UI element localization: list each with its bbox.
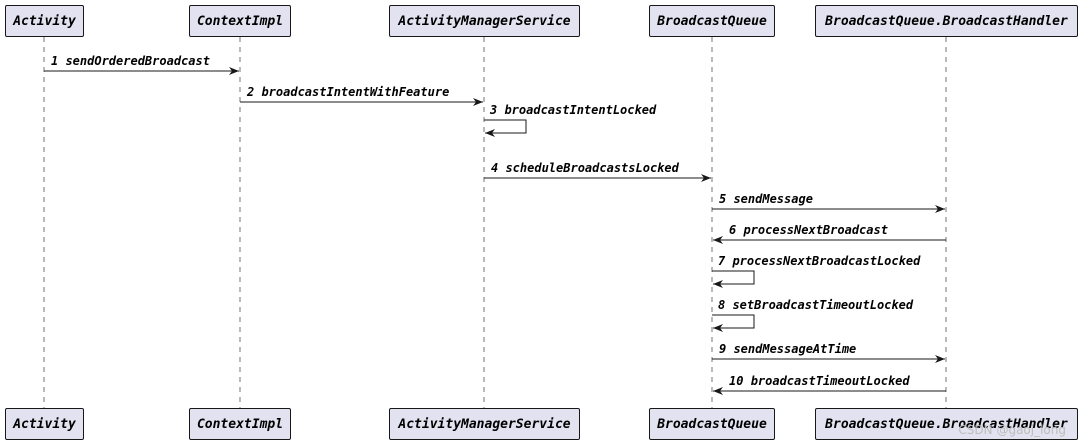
message-text: sendOrderedBroadcast — [65, 54, 210, 68]
message-label: 5 sendMessage — [719, 192, 813, 206]
message-label: 2 broadcastIntentWithFeature — [246, 85, 449, 99]
participant-broadcasthandler-bottom: BroadcastQueue.BroadcastHandler — [815, 408, 1078, 440]
message-7: 7 processNextBroadcastLocked — [712, 254, 921, 288]
participant-broadcastqueue-top: BroadcastQueue — [649, 5, 775, 37]
message-text: processNextBroadcast — [742, 223, 888, 237]
message-number: 6 — [729, 223, 743, 237]
participant-activity-bottom: Activity — [5, 408, 84, 440]
message-9: 9 sendMessageAtTime — [712, 342, 945, 363]
message-3: 3 broadcastIntentLocked — [484, 103, 657, 137]
participant-broadcastqueue-bottom: BroadcastQueue — [649, 408, 775, 440]
message-text: processNextBroadcastLocked — [731, 254, 921, 268]
message-text: broadcastTimeoutLocked — [751, 374, 911, 388]
message-number: 4 — [491, 161, 505, 175]
message-label: 9 sendMessageAtTime — [719, 342, 856, 356]
message-arrow — [712, 314, 755, 332]
message-number: 2 — [246, 85, 261, 99]
message-5: 5 sendMessage — [712, 192, 945, 213]
message-arrow — [712, 270, 755, 288]
message-text: scheduleBroadcastsLocked — [505, 161, 679, 175]
message-label: 8 setBroadcastTimeoutLocked — [718, 298, 914, 312]
message-number: 8 — [718, 298, 732, 312]
participant-ams-top: ActivityManagerService — [389, 5, 580, 37]
message-label: 10 broadcastTimeoutLocked — [729, 374, 910, 388]
message-arrow — [484, 119, 527, 137]
participant-contextimpl-top: ContextImpl — [189, 5, 291, 37]
message-text: sendMessage — [733, 192, 812, 206]
message-label: 6 processNextBroadcast — [729, 223, 888, 237]
message-number: 3 — [489, 103, 504, 117]
message-number: 1 — [51, 54, 65, 68]
message-8: 8 setBroadcastTimeoutLocked — [712, 298, 914, 332]
message-label: 1 sendOrderedBroadcast — [51, 54, 210, 68]
message-text: broadcastIntentWithFeature — [261, 85, 449, 99]
message-4: 4 scheduleBroadcastsLocked — [484, 161, 711, 182]
message-label: 7 processNextBroadcastLocked — [718, 254, 921, 268]
participant-contextimpl-bottom: ContextImpl — [189, 408, 291, 440]
watermark: CSDN @gaoj_long — [958, 423, 1066, 437]
message-number: 5 — [719, 192, 733, 206]
message-1: 1 sendOrderedBroadcast — [44, 54, 239, 75]
participant-activity-top: Activity — [5, 5, 84, 37]
message-text: broadcastIntentLocked — [504, 103, 656, 117]
participant-ams-bottom: ActivityManagerService — [389, 408, 580, 440]
message-text: sendMessageAtTime — [733, 342, 856, 356]
message-10: 10 broadcastTimeoutLocked — [713, 374, 946, 395]
message-6: 6 processNextBroadcast — [713, 223, 946, 244]
message-2: 2 broadcastIntentWithFeature — [240, 85, 483, 106]
participant-broadcasthandler-top: BroadcastQueue.BroadcastHandler — [815, 5, 1078, 37]
message-label: 4 scheduleBroadcastsLocked — [491, 161, 680, 175]
message-text: setBroadcastTimeoutLocked — [732, 298, 913, 312]
message-label: 3 broadcastIntentLocked — [489, 103, 657, 117]
message-number: 7 — [718, 254, 732, 268]
message-number: 10 — [729, 374, 751, 388]
message-number: 9 — [719, 342, 733, 356]
